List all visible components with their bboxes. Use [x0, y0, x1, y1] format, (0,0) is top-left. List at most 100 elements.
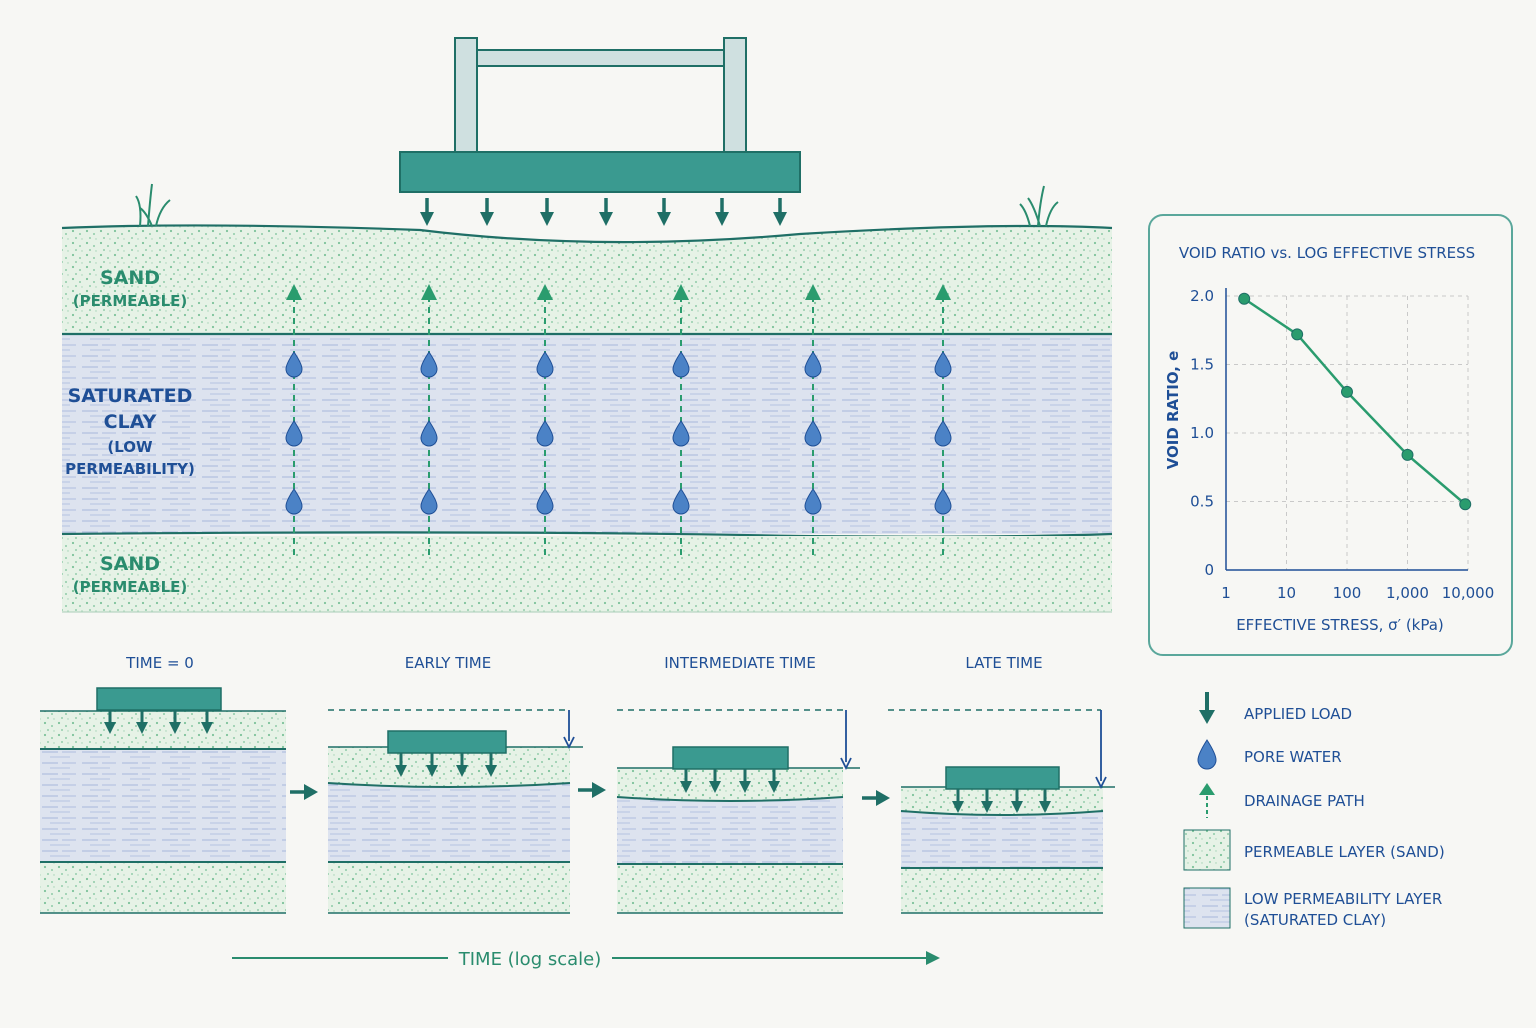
grass-left-icon [135, 183, 171, 227]
stage-1-settlement-head [563, 736, 575, 750]
stage-1-load-head-0 [395, 765, 407, 777]
stage-3-clay [901, 811, 1103, 868]
load-arrow-head-0 [420, 212, 434, 226]
stage-3-load-head-3 [1039, 801, 1051, 813]
low-permeability-swatch [1183, 887, 1231, 929]
legend-applied-load: APPLIED LOAD [1244, 705, 1352, 723]
chart-point-2 [1341, 385, 1353, 398]
stage-label-2: INTERMEDIATE TIME [664, 654, 816, 672]
legend-pore-water: PORE WATER [1244, 748, 1342, 766]
foundation-slab [399, 151, 801, 193]
time-axis-label: TIME (log scale) [458, 949, 602, 970]
pore-water-drop-0-2 [285, 488, 303, 515]
chart-ytick-0: 0 [1204, 561, 1214, 579]
stage-2-clay-top [616, 796, 844, 802]
stage-transition-head-2 [876, 790, 890, 806]
drainage-arrowhead-3 [673, 284, 689, 300]
pore-water-drop-2-1 [536, 420, 554, 447]
top-sand-label: SAND [100, 267, 160, 289]
stage-1-load-head-1 [426, 765, 438, 777]
stage-1-top-sand [328, 747, 570, 787]
stage-0-load-head-2 [169, 722, 181, 734]
frame-left-column [454, 37, 478, 155]
stage-3-slab [945, 766, 1060, 790]
stage-2-load-head-2 [739, 781, 751, 793]
pore-water-drop-5-0 [934, 351, 952, 378]
pore-water-drop-5-1 [934, 420, 952, 447]
clay-label-1: SATURATED [68, 385, 193, 407]
stage-0-slab [96, 687, 222, 711]
legend-drainage-path: DRAINAGE PATH [1244, 792, 1365, 810]
stage-1-load-head-2 [456, 765, 468, 777]
chart-point-1 [1291, 328, 1304, 341]
applied-load-icon [1199, 692, 1215, 724]
stage-2-load-head-0 [680, 781, 692, 793]
stage-1-slab [387, 730, 507, 754]
pore-water-drop-4-0 [804, 351, 822, 378]
structure-frame [399, 37, 801, 193]
bottom-sand-label: SAND [100, 553, 160, 575]
pore-water-drop-3-1 [672, 420, 690, 447]
chart-title: VOID RATIO vs. LOG EFFECTIVE STRESS [1179, 244, 1475, 262]
bottom-sand-layer [62, 536, 1112, 612]
load-arrow-head-1 [480, 212, 494, 226]
drainage-path-icon [1199, 783, 1215, 818]
clay-label-3: (LOW [107, 438, 153, 456]
stage-transition-head-1 [592, 782, 606, 798]
chart-xlabel: EFFECTIVE STRESS, σ′ (kPa) [1236, 616, 1444, 634]
drainage-arrowhead-0 [286, 284, 302, 300]
legend: APPLIED LOAD PORE WATER DRAINAGE PATH PE… [1183, 692, 1445, 929]
pore-water-drop-1-2 [420, 488, 438, 515]
drainage-arrowhead-2 [537, 284, 553, 300]
chart-ytick-1: 0.5 [1190, 493, 1214, 511]
pore-water-drop-2-0 [536, 351, 554, 378]
pore-water-drop-1-1 [420, 420, 438, 447]
stage-2-slab [672, 746, 789, 770]
load-arrow-head-5 [715, 212, 729, 226]
pore-water-drop-4-1 [804, 420, 822, 447]
chart-series [1238, 292, 1472, 511]
chart-xtick-2: 100 [1333, 584, 1362, 602]
permeable-layer-swatch [1183, 829, 1231, 871]
stage-2-top-sand [617, 768, 843, 801]
time-axis: TIME (log scale) [232, 949, 940, 970]
chart-panel: VOID RATIO vs. LOG EFFECTIVE STRESS VOID… [1148, 214, 1513, 656]
stage-2-load-head-1 [709, 781, 721, 793]
frame-right-column [723, 37, 747, 155]
pore-water-drop-3-0 [672, 351, 690, 378]
drainage-arrowhead-4 [805, 284, 821, 300]
clay-label-2: CLAY [104, 411, 157, 433]
chart-xtick-4: 10,000 [1442, 584, 1495, 602]
chart-xtick-1: 10 [1277, 584, 1296, 602]
top-sand-sublabel: (PERMEABLE) [73, 292, 188, 310]
stage-3-load-head-0 [952, 801, 964, 813]
stage-2-load-head-3 [768, 781, 780, 793]
stage-3-load-head-2 [1011, 801, 1023, 813]
stage-1-load-head-3 [485, 765, 497, 777]
chart-ytick-3: 1.5 [1190, 356, 1214, 374]
stage-0-bottom-sand [40, 862, 286, 913]
chart-ytick-4: 2.0 [1190, 287, 1214, 305]
stage-2-clay [617, 797, 843, 864]
pore-water-drop-1-0 [420, 351, 438, 378]
frame-beam [476, 49, 725, 67]
clay-label-4: PERMEABILITY) [65, 460, 195, 478]
stage-1-clay [328, 783, 570, 862]
stage-panels [39, 687, 1115, 914]
stage-2-bottom-sand [617, 864, 843, 913]
stage-2-settlement-head [840, 757, 852, 771]
chart-point-4 [1459, 498, 1472, 511]
clay-layer [62, 334, 1112, 534]
pore-water-drop-0-0 [285, 351, 303, 378]
soil-profile: SAND (PERMEABLE) SATURATED CLAY (LOW PER… [61, 37, 1113, 613]
stage-0-load-head-1 [136, 722, 148, 734]
stage-3-bottom-sand [901, 868, 1103, 913]
chart-ytick-2: 1.0 [1190, 424, 1214, 442]
grass-right-icon [1019, 185, 1059, 227]
chart-panel-border [1148, 214, 1513, 656]
stage-3-settlement-head [1095, 776, 1107, 790]
stage-3-top-sand [901, 787, 1103, 815]
stage-1-clay-top [327, 782, 571, 788]
